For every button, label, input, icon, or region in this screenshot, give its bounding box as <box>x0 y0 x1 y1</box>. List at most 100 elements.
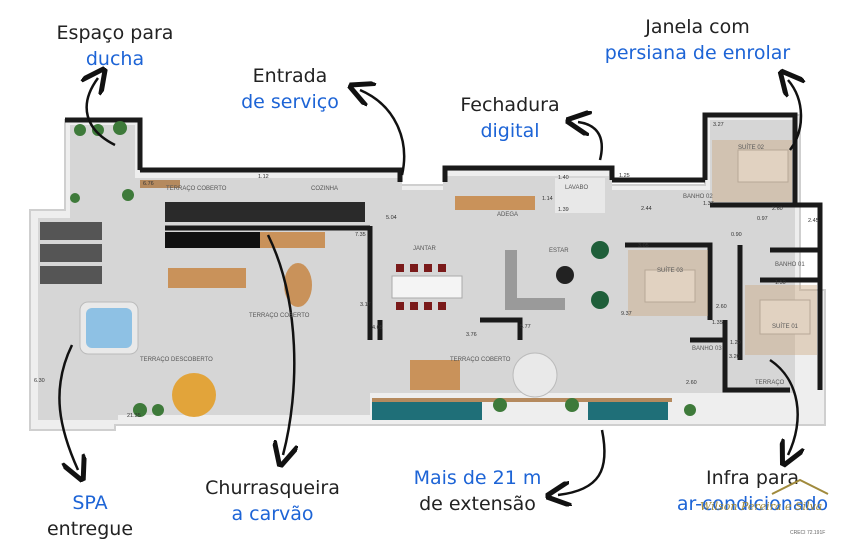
lounger <box>40 266 102 284</box>
room-label: SUÍTE 02 <box>738 145 765 151</box>
lounge-round <box>512 352 558 398</box>
suite-01-bed <box>759 299 811 335</box>
suite-03-bed <box>644 269 696 303</box>
bottom-bench <box>372 400 482 420</box>
side-table <box>410 360 460 390</box>
room-label: TERRAÇO COBERTO <box>249 313 310 319</box>
room-label: ESTAR <box>549 248 569 254</box>
callout-extensao: Mais de 21 m de extensão <box>395 465 560 517</box>
suite-02-floor <box>712 140 792 202</box>
dimension-label: 2.60 <box>772 206 783 212</box>
dimension-label: 1.12 <box>258 174 269 180</box>
dimension-label: 1.40 <box>558 175 569 181</box>
callout-churrasqueira: Churrasqueira a carvão <box>185 475 360 527</box>
logo-name: Wilson Pereira e Silva <box>700 500 823 513</box>
dimension-label: 21.35 <box>127 413 141 419</box>
armchair <box>591 241 609 259</box>
dimension-label: 1.37 <box>703 201 714 207</box>
callout-line: Espaço para <box>56 22 174 44</box>
suite-01-floor <box>745 285 817 355</box>
dimension-label: 1.50 <box>775 280 786 286</box>
callout-line: Entrada <box>252 65 328 87</box>
dimension-label: 6.30 <box>34 378 45 384</box>
kitchen-counter <box>165 202 365 222</box>
callout-highlight: ar-condicionado <box>676 493 829 515</box>
room-label: TERRAÇO DESCOBERTO <box>140 357 213 363</box>
kitchen-wood <box>260 232 325 248</box>
armchair <box>591 291 609 309</box>
callout-spa: SPA entregue <box>20 490 160 542</box>
dimension-label: 1.14 <box>542 196 553 202</box>
callout-entrada-servico: Entrada de serviço <box>215 63 365 115</box>
bottom-bench <box>588 400 668 420</box>
suite-02-bed <box>737 149 789 183</box>
callout-highlight: persiana de enrolar <box>604 42 791 64</box>
dimension-label: 4.05 <box>372 325 383 331</box>
callout-highlight: de serviço <box>241 91 339 113</box>
callout-line: Churrasqueira <box>205 477 340 499</box>
dimension-label: 2.60 <box>686 380 697 386</box>
callout-highlight: digital <box>480 120 540 142</box>
callout-highlight: SPA <box>72 492 108 514</box>
callout-fechadura: Fechadura digital <box>440 92 580 144</box>
bottom-deck <box>372 398 672 402</box>
dimension-label: 7.35 <box>355 232 366 238</box>
room-label: TERRAÇO COBERTO <box>450 357 511 363</box>
bar-table <box>168 268 246 288</box>
dimension-label: 1.35 <box>712 320 723 326</box>
callout-highlight: a carvão <box>231 503 314 525</box>
callout-line: Fechadura <box>460 94 560 116</box>
dimension-label: 1.25 <box>619 173 630 179</box>
adega-shelf <box>455 196 535 210</box>
dimension-label: 2.60 <box>716 304 727 310</box>
sofa <box>505 250 517 310</box>
dimension-label: 5.77 <box>520 324 531 330</box>
round-sofa <box>172 373 216 417</box>
dimension-label: 9.37 <box>621 311 632 317</box>
callout-line: entregue <box>46 518 134 540</box>
room-label: BANHO 01 <box>775 262 805 268</box>
terrace-deck <box>140 180 180 188</box>
room-label: SUÍTE 01 <box>772 324 799 330</box>
dimension-label: 3.05 <box>638 243 649 249</box>
callout-janela: Janela com persiana de enrolar <box>585 14 810 66</box>
room-label: BANHO 03 <box>692 346 722 352</box>
dimension-label: 3.17 <box>360 302 371 308</box>
callout-highlight: Mais de 21 m <box>413 467 542 489</box>
callout-line: de extensão <box>419 493 536 515</box>
walls <box>65 112 823 393</box>
room-label: ADEGA <box>497 212 519 218</box>
logo-creci: CRECI 72.191F <box>790 530 826 536</box>
callout-ducha: Espaço para ducha <box>40 20 190 72</box>
dimension-label: 3.27 <box>713 122 724 128</box>
room-label: COZINHA <box>311 186 338 192</box>
dining-chairs <box>396 264 446 310</box>
dimension-label: 0.97 <box>757 216 768 222</box>
coffee-table <box>556 266 574 284</box>
lounger <box>40 244 102 262</box>
dimension-label: 1.39 <box>558 207 569 213</box>
dimension-label: 6.76 <box>143 181 154 187</box>
dining-table <box>391 275 463 299</box>
dimension-label: 3.20 <box>729 354 740 360</box>
sofa <box>505 298 565 310</box>
lavabo-floor <box>555 178 605 213</box>
round-table <box>284 263 312 307</box>
room-label: LAVABO <box>565 185 589 191</box>
lounger <box>40 222 102 240</box>
dimension-label: 3.76 <box>466 332 477 338</box>
callout-line: Infra para <box>706 467 799 489</box>
dimension-label: 2.44 <box>641 206 652 212</box>
room-label: SUÍTE 03 <box>657 268 684 274</box>
callout-line: Janela com <box>645 16 750 38</box>
room-label: TERRAÇO COBERTO <box>166 186 227 192</box>
dimension-label: 1.20 <box>730 340 741 346</box>
suite-03-floor <box>628 250 708 316</box>
room-label: JANTAR <box>413 246 436 252</box>
callout-infra: Infra para ar-condicionado <box>655 465 850 517</box>
logo-roof-icon <box>771 478 829 495</box>
spa-water <box>86 308 132 348</box>
dimension-label: 2.45 <box>808 218 819 224</box>
